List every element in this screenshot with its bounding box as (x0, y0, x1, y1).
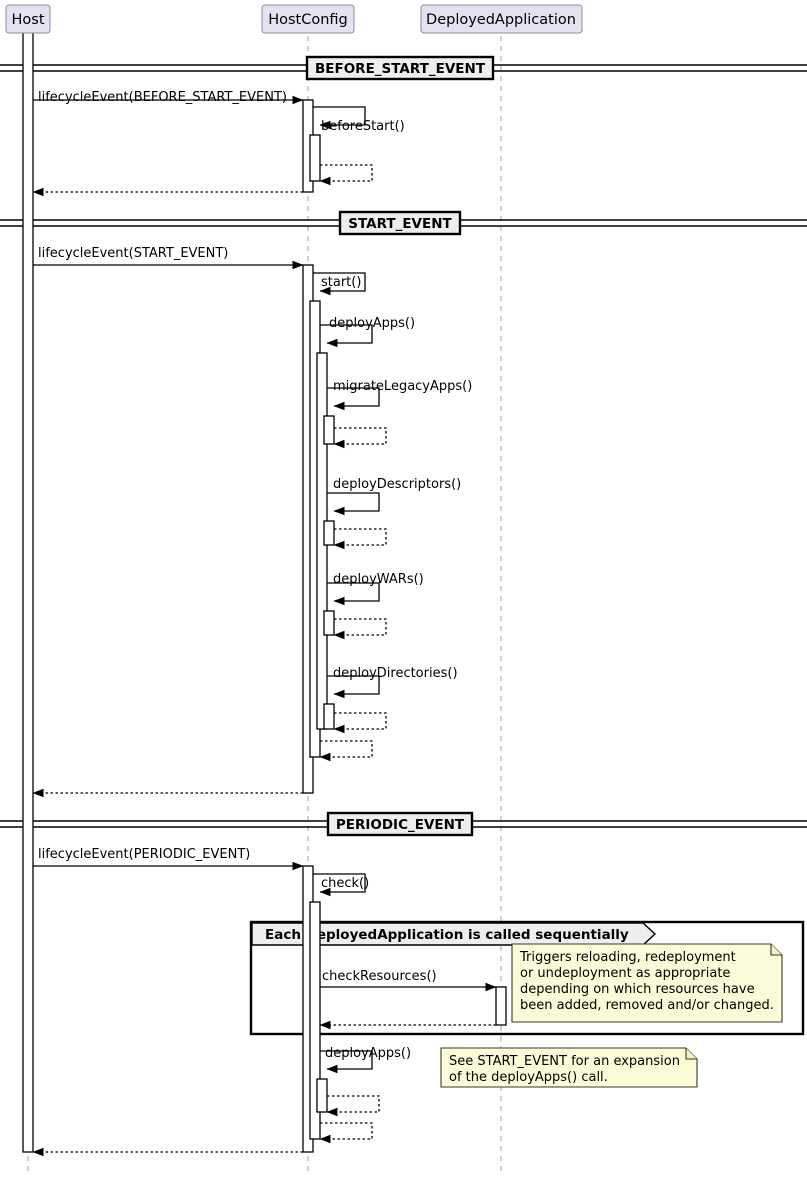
message-m19: check() (313, 873, 369, 897)
activation-bar-cfg-a1-self (309, 134, 321, 182)
message-label: migrateLegacyApps() (333, 379, 472, 394)
note-line: of the deployApps() call. (449, 1070, 608, 1085)
event-divider-label: PERIODIC_EVENT (336, 817, 465, 833)
message-m2: beforeStart() (313, 106, 405, 134)
message-label: lifecycleEvent(BEFORE_START_EVENT) (38, 90, 287, 105)
message-label: check() (321, 876, 369, 891)
note-line: been added, removed and/or changed. (520, 998, 774, 1013)
activation-bar-app-a1 (495, 986, 507, 1026)
participant-label: HostConfig (268, 12, 348, 28)
group-each-deployed-app: Each DeployedApplication is called seque… (249, 920, 805, 1036)
message-m22: deployApps() (320, 1046, 411, 1074)
message-m9 (333, 427, 387, 449)
activation-bar-cfg-a2-s3 (323, 415, 335, 445)
message-label: start() (321, 275, 361, 290)
message-label: checkResources() (322, 969, 437, 984)
message-m1: lifecycleEvent(BEFORE_START_EVENT) (33, 90, 304, 105)
message-m13 (333, 618, 387, 640)
message-label: deployApps() (329, 316, 415, 331)
participant-label: DeployedApplication (426, 12, 576, 28)
activation-bar-cfg-a3-s1 (309, 901, 321, 1140)
event-divider-periodic: PERIODIC_EVENT (0, 811, 807, 837)
message-m15 (333, 712, 387, 734)
message-m18: lifecycleEvent(PERIODIC_EVENT) (33, 847, 304, 871)
message-m12: deployWARs() (327, 572, 424, 606)
activation-bar-cfg-a2-s6 (323, 703, 335, 730)
event-divider-label: START_EVENT (348, 216, 452, 232)
activation-bar-cfg-a2-s4 (323, 520, 335, 546)
note-line: depending on which resources have (520, 982, 755, 997)
message-label: deployDescriptors() (333, 477, 461, 492)
participant-label: Host (11, 12, 44, 28)
message-label: lifecycleEvent(START_EVENT) (38, 246, 228, 261)
message-m8: migrateLegacyApps() (327, 379, 472, 411)
message-m16 (319, 740, 373, 762)
message-m23 (326, 1095, 380, 1117)
event-divider-before-start: BEFORE_START_EVENT (0, 55, 807, 81)
activation-bar-host-act (22, 28, 34, 1153)
group-label: Each DeployedApplication is called seque… (265, 927, 629, 943)
message-m6: start() (313, 272, 366, 296)
event-divider-label: BEFORE_START_EVENT (315, 61, 486, 77)
lifelines-layer (27, 36, 502, 1173)
event-divider-start: START_EVENT (0, 210, 807, 236)
dividers-layer: BEFORE_START_EVENT START_EVENT PERIODIC_EV… (0, 55, 807, 837)
activation-bar-cfg-a2-s5 (323, 610, 335, 636)
activation-bar-cfg-a3-s2 (316, 1078, 328, 1113)
message-m11 (333, 528, 387, 550)
message-label: lifecycleEvent(PERIODIC_EVENT) (38, 847, 250, 862)
participants-layer: Host HostConfig DeployedApplication (5, 4, 583, 34)
message-m14: deployDirectories() (327, 666, 458, 699)
message-m10: deployDescriptors() (327, 477, 461, 516)
message-label: beforeStart() (321, 119, 405, 134)
message-label: deployWARs() (333, 572, 424, 587)
participant-host[interactable]: Host (5, 4, 51, 34)
participant-config[interactable]: HostConfig (261, 4, 355, 34)
note-line: or undeployment as appropriate (520, 966, 730, 981)
note-line: See START_EVENT for an expansion (449, 1054, 680, 1069)
message-label: deployApps() (325, 1046, 411, 1061)
message-m3 (319, 164, 373, 186)
message-m24 (319, 1122, 373, 1144)
groups-layer: Each DeployedApplication is called seque… (249, 920, 805, 1036)
participant-app[interactable]: DeployedApplication (420, 4, 583, 34)
message-m7: deployApps() (320, 316, 415, 348)
message-label: deployDirectories() (333, 666, 458, 681)
message-m5: lifecycleEvent(START_EVENT) (33, 246, 304, 270)
message-m20: checkResources() (320, 969, 497, 992)
messages-layer: lifecycleEvent(BEFORE_START_EVENT)before… (32, 90, 497, 1157)
note-line: Triggers reloading, redeployment (519, 950, 736, 965)
